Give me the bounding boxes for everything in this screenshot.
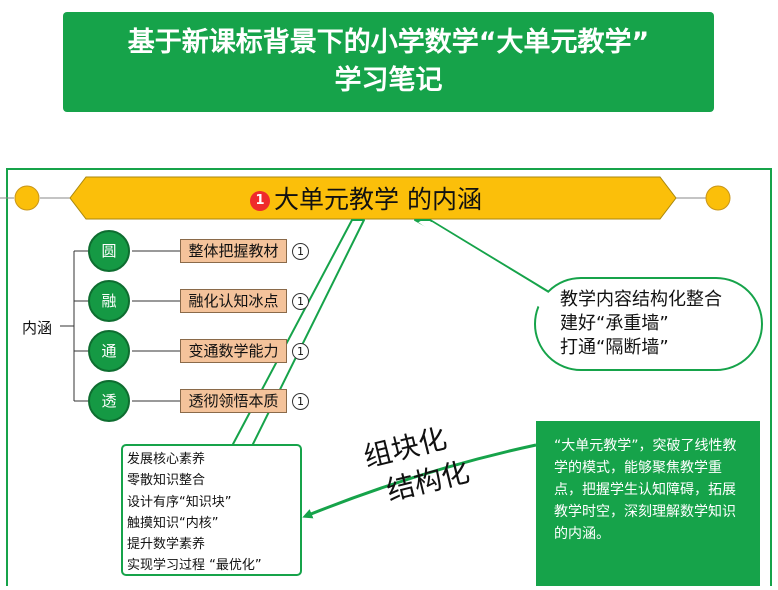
- root-label: 内涵: [22, 319, 53, 337]
- list-item: 提升数学素养: [127, 537, 206, 553]
- list-item: 零散知识整合: [127, 473, 206, 489]
- branch-circle-2: 融: [88, 280, 130, 322]
- outcome-list: 发展核心素养 零散知识整合 设计有序“知识块” 触摸知识“内核” 提升数学素养 …: [121, 444, 302, 576]
- bubble-pointer-fill: [418, 222, 560, 318]
- list-item: 触摸知识“内核”: [127, 515, 219, 531]
- branch-label-1: 整体把握教材: [180, 239, 287, 263]
- list-item: 实现学习过程 “最优化”: [127, 558, 262, 574]
- banner-label: 大单元教学 的内涵: [274, 185, 482, 214]
- title-line-2: 学习笔记: [334, 65, 443, 96]
- title-box: 基于新课标背景下的小学数学“大单元教学” 学习笔记: [63, 12, 714, 112]
- count-badge-4: 1: [292, 393, 309, 410]
- branch-label-2: 融化认知冰点: [180, 289, 287, 313]
- number-badge-icon: 1: [250, 191, 270, 211]
- callout-bubble: [534, 277, 763, 371]
- branch-label-3: 变通数学能力: [180, 339, 287, 363]
- branch-circle-4: 透: [88, 380, 130, 422]
- branch-label-4: 透彻领悟本质: [180, 389, 287, 413]
- branch-circle-3: 通: [88, 330, 130, 372]
- count-badge-3: 1: [292, 343, 309, 360]
- callout-line: 教学内容结构化整合: [560, 289, 722, 310]
- list-item: 发展核心素养: [127, 452, 206, 467]
- banner-shape: [69, 176, 677, 220]
- count-badge-2: 1: [292, 293, 309, 310]
- branch-circle-1: 圆: [88, 230, 130, 272]
- callout-line: 建好“承重墙”: [560, 313, 669, 334]
- callout-line: 打通“隔断墙”: [560, 337, 669, 358]
- right-dot-icon: [705, 185, 731, 211]
- callout-text: 教学内容结构化整合 建好“承重墙” 打通“隔断墙”: [560, 288, 722, 360]
- content-frame: [6, 168, 772, 586]
- curved-arrow: [302, 443, 537, 519]
- list-item: 设计有序“知识块”: [127, 494, 232, 510]
- count-badge-1: 1: [292, 243, 309, 260]
- title-line-1: 基于新课标背景下的小学数学“大单元教学”: [127, 27, 650, 58]
- left-dot-icon: [14, 185, 40, 211]
- summary-box: “大单元教学”，突破了线性教学的模式，能够聚焦教学重点，把握学生认知障碍，拓展教…: [536, 421, 760, 586]
